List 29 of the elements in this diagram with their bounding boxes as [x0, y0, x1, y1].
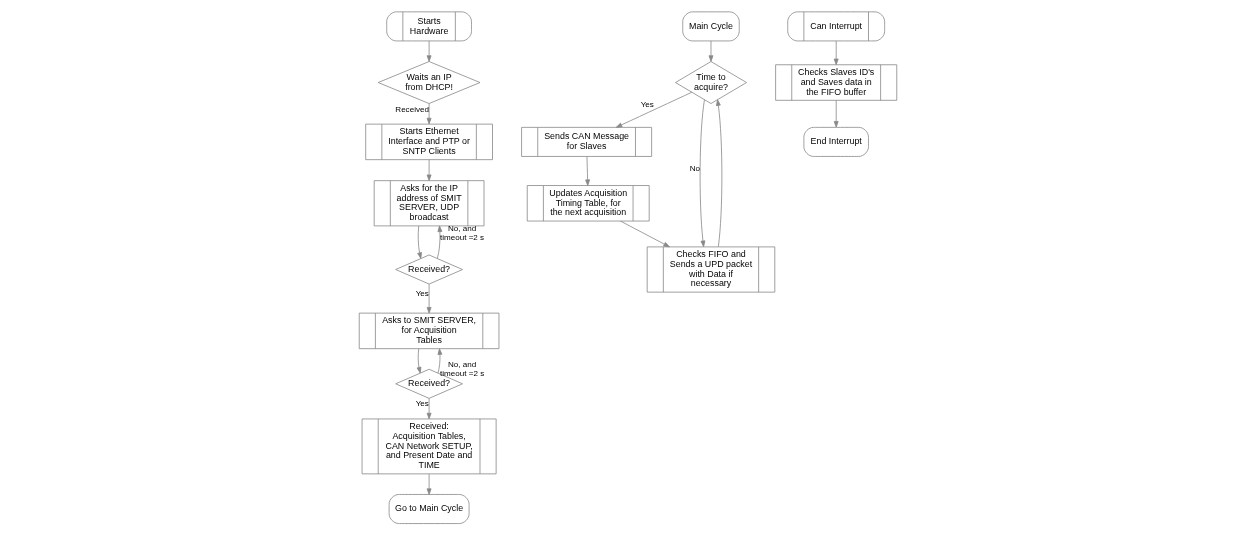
node-diamond: Waits an IP from DHCP!	[377, 61, 481, 104]
arrow	[615, 91, 693, 128]
node-diamond: Time to acquire?	[675, 61, 747, 104]
arrow	[416, 348, 422, 374]
node-box: Go to Main Cycle	[388, 494, 470, 524]
node-box: Main Cycle	[682, 11, 740, 42]
arrow	[437, 348, 443, 374]
edge-label: No	[689, 163, 700, 173]
arrow	[833, 40, 839, 66]
node-box: End Interrupt	[803, 126, 869, 157]
arrow	[426, 159, 432, 181]
arrow	[833, 99, 839, 128]
arrow	[417, 225, 422, 259]
edge-label: Yes	[640, 100, 654, 110]
arrow	[699, 99, 706, 248]
edge-label: Yes	[415, 289, 429, 299]
arrow	[426, 283, 432, 314]
arrow	[585, 156, 590, 186]
edge-label: Received	[395, 104, 429, 114]
arrow	[436, 225, 443, 259]
edge-label: No, and timeout =2 s	[440, 360, 485, 379]
arrow	[708, 40, 714, 62]
arrow	[426, 40, 432, 62]
edge-label: Yes	[415, 399, 429, 409]
arrow	[716, 99, 723, 248]
arrow	[620, 220, 670, 248]
arrow	[426, 103, 432, 125]
arrow	[426, 473, 432, 495]
arrow	[426, 398, 432, 420]
